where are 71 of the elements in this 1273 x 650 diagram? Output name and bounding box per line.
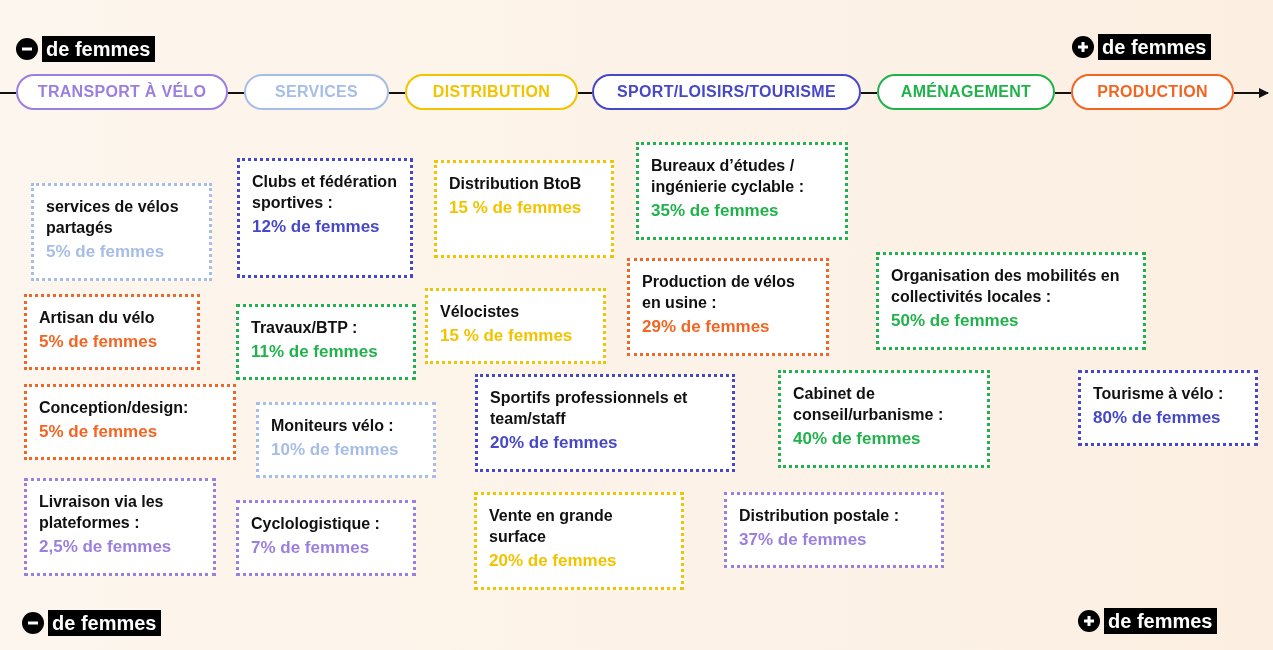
percentage-text: 11% de femmes — [251, 341, 379, 363]
scale-label: de femmes — [1104, 608, 1217, 634]
timeline-line — [1233, 88, 1269, 98]
sector-name: Clubs et fédération sportives : — [252, 172, 398, 213]
scale-label: de femmes — [48, 610, 161, 636]
category-pill: PRODUCTION — [1071, 74, 1234, 110]
sector-name: Production de vélos en usine : — [642, 272, 796, 313]
sector-name: Cabinet de conseil/urbanisme : — [793, 384, 945, 425]
percentage-text: 5% de femmes — [46, 241, 166, 263]
sector-card — [636, 142, 848, 240]
sector-card — [876, 252, 1146, 350]
sector-name: Vélocistes — [440, 302, 521, 322]
scale-label: de femmes — [42, 36, 155, 62]
percentage-text: 5% de femmes — [39, 421, 159, 443]
percentage-text: 20% de femmes — [490, 432, 619, 454]
sector-card — [1078, 370, 1258, 446]
sector-name: Organisation des mobilités en collectivités locales : — [891, 266, 1121, 307]
sector-card — [24, 478, 216, 576]
percentage-text: 10% de femmes — [271, 439, 400, 461]
timeline-line — [227, 92, 245, 94]
category-pill: TRANSPORT À VÉLO — [16, 74, 228, 110]
category-pill: SPORT/LOISIRS/TOURISME — [592, 74, 861, 110]
sector-card — [778, 370, 990, 468]
sector-card — [724, 492, 944, 568]
sector-name: Travaux/BTP : — [251, 318, 359, 338]
sector-card — [425, 288, 606, 364]
percentage-text: 40% de femmes — [793, 428, 922, 450]
sector-name: Vente en grande surface — [489, 506, 614, 547]
sector-name: Artisan du vélo — [39, 308, 156, 328]
sector-card — [434, 160, 614, 258]
percentage-text: 29% de femmes — [642, 316, 771, 338]
sector-name: Tourisme à vélo : — [1093, 384, 1225, 404]
sector-name: Distribution BtoB — [449, 174, 583, 194]
percentage-text: 5% de femmes — [39, 331, 159, 353]
percentage-text: 37% de femmes — [739, 529, 868, 551]
percentage-text: 20% de femmes — [489, 550, 618, 572]
sector-card — [24, 294, 200, 370]
sector-name: Sportifs professionnels et team/staff — [490, 388, 689, 429]
percentage-text: 80% de femmes — [1093, 407, 1222, 429]
sector-card — [236, 304, 416, 380]
percentage-text: 15 % de femmes — [440, 325, 574, 347]
sector-name: Cyclologistique : — [251, 514, 381, 534]
sector-card — [24, 384, 236, 460]
sector-name: services de vélos partagés — [46, 197, 180, 238]
sector-card — [236, 500, 416, 576]
category-pill: AMÉNAGEMENT — [877, 74, 1055, 110]
sector-card — [31, 183, 212, 281]
scale-label: de femmes — [1098, 34, 1211, 60]
percentage-text: 35% de femmes — [651, 200, 780, 222]
sector-card — [627, 258, 829, 356]
percentage-text: 15 % de femmes — [449, 197, 583, 219]
timeline-line — [860, 92, 878, 94]
category-pill: SERVICES — [244, 74, 389, 110]
sector-card — [237, 158, 413, 278]
sector-name: Moniteurs vélo : — [271, 416, 395, 436]
sector-name: Conception/design: — [39, 398, 190, 418]
percentage-text: 50% de femmes — [891, 310, 1020, 332]
timeline-line — [0, 92, 17, 94]
sector-name: Livraison via les plateformes : — [39, 492, 165, 533]
sector-card — [256, 402, 436, 478]
percentage-text: 7% de femmes — [251, 537, 371, 559]
sector-card — [475, 374, 735, 472]
sector-name: Bureaux d’études / ingénierie cyclable : — [651, 156, 805, 197]
sector-card — [474, 492, 684, 590]
percentage-text: 2,5% de femmes — [39, 536, 173, 558]
timeline-line — [388, 92, 406, 94]
category-pill: DISTRIBUTION — [405, 74, 578, 110]
sector-name: Distribution postale : — [739, 506, 900, 526]
timeline-line — [1054, 92, 1072, 94]
percentage-text: 12% de femmes — [252, 216, 381, 238]
timeline-line — [577, 92, 593, 94]
